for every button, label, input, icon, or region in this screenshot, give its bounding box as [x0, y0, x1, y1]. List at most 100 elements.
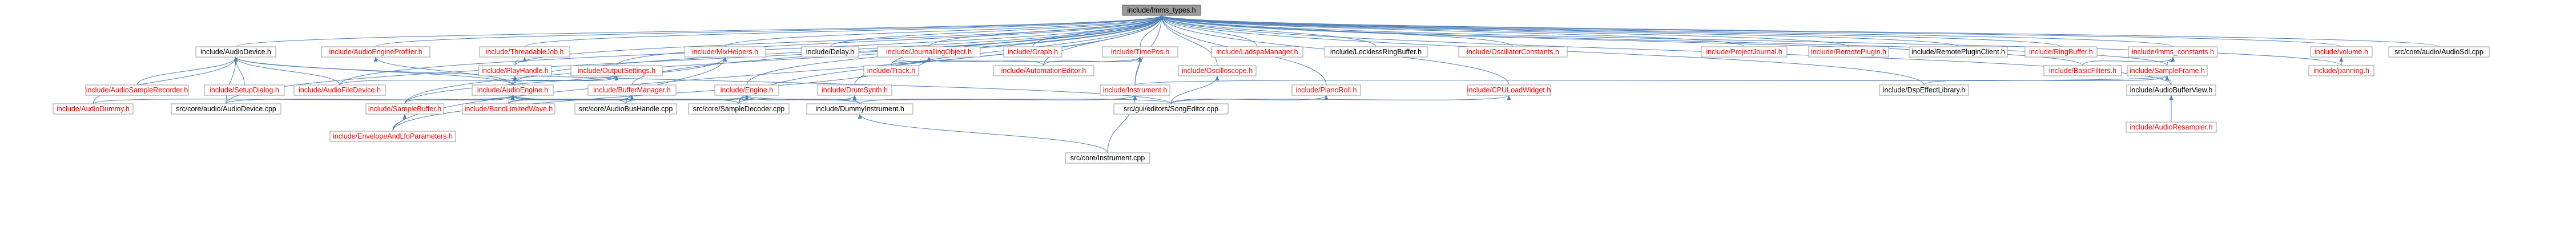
edge-arrowhead — [1138, 57, 1142, 62]
dependency-edge — [92, 56, 236, 104]
dependency-edge — [625, 95, 747, 104]
graph-node[interactable]: include/MixHelpers.h — [684, 46, 766, 58]
dependency-edge — [235, 56, 340, 86]
graph-node[interactable]: include/RemotePlugin.h — [1808, 46, 1889, 58]
graph-node[interactable]: include/DrumSynth.h — [817, 84, 892, 96]
dependency-edge — [92, 95, 513, 104]
graph-node[interactable]: include/ThreadableJob.h — [479, 46, 570, 58]
graph-node[interactable]: include/Engine.h — [714, 84, 779, 96]
dependency-edge — [738, 95, 855, 104]
svg-text:include/TimePos.h: include/TimePos.h — [1111, 48, 1169, 56]
edge-arrowhead — [614, 76, 619, 80]
graph-node[interactable]: include/TimePos.h — [1102, 46, 1178, 58]
edge-arrowhead — [852, 95, 857, 100]
dependency-edge — [392, 114, 405, 132]
graph-node[interactable]: include/AudioDummy.h — [53, 103, 134, 115]
graph-node[interactable]: include/LadspaManager.h — [1211, 46, 1303, 58]
graph-node[interactable]: include/LocklessRingBuffer.h — [1324, 46, 1428, 58]
graph-node[interactable]: include/AudioSampleRecorder.h — [85, 84, 189, 96]
dependency-edge — [1161, 15, 2440, 47]
dependency-edge — [859, 95, 1136, 104]
svg-text:include/EnvelopeAndLfoParamete: include/EnvelopeAndLfoParameters.h — [333, 132, 453, 140]
graph-node[interactable]: include/DspEffectLibrary.h — [1879, 84, 1969, 96]
dependency-edge — [1134, 75, 2168, 86]
svg-text:include/BufferManager.h: include/BufferManager.h — [593, 86, 670, 94]
graph-node[interactable]: include/JournallingObject.h — [877, 46, 981, 58]
graph-node[interactable]: src/core/audio/AudioSdl.cpp — [2388, 46, 2490, 58]
graph-node[interactable]: src/core/AudioBusHandle.cpp — [574, 103, 677, 115]
svg-text:include/AudioEngineProfiler.h: include/AudioEngineProfiler.h — [329, 48, 422, 56]
edge-arrowhead — [2165, 76, 2170, 80]
graph-node[interactable]: include/AudioDevice.h — [195, 46, 276, 58]
graph-node[interactable]: include/PlayHandle.h — [478, 65, 552, 76]
edge-arrowhead — [234, 57, 238, 62]
graph-node[interactable]: include/panning.h — [2308, 65, 2374, 76]
svg-text:src/core/audio/AudioDevice.cpp: src/core/audio/AudioDevice.cpp — [176, 105, 276, 113]
graph-node[interactable]: src/core/Instrument.cpp — [1065, 152, 1150, 164]
graph-node[interactable]: include/AudioBufferView.h — [2126, 84, 2216, 96]
graph-node[interactable]: include/DummyInstrument.h — [806, 103, 913, 115]
svg-text:include/AudioDevice.h: include/AudioDevice.h — [200, 48, 271, 56]
dependency-edge — [1161, 15, 1959, 47]
graph-node[interactable]: include/SampleFrame.h — [2127, 65, 2208, 76]
graph-node[interactable]: include/AutomationEditor.h — [993, 65, 1094, 76]
graph-node[interactable]: include/BufferManager.h — [587, 84, 677, 96]
graph-node[interactable]: include/PianoRoll.h — [1291, 84, 1361, 96]
graph-node[interactable]: include/EnvelopeAndLfoParameters.h — [329, 131, 456, 142]
graph-node[interactable]: include/OscillatorConstants.h — [1458, 46, 1568, 58]
dependency-edge — [235, 15, 1162, 47]
graph-node[interactable]: include/OutputSettings.h — [570, 65, 663, 76]
svg-text:include/AutomationEditor.h: include/AutomationEditor.h — [1001, 67, 1086, 75]
svg-text:include/OscillatorConstants.h: include/OscillatorConstants.h — [1467, 48, 1559, 56]
graph-node[interactable]: include/AudioResampler.h — [2126, 121, 2217, 133]
graph-node[interactable]: include/Oscilloscope.h — [1178, 65, 1257, 76]
svg-text:include/PianoRoll.h: include/PianoRoll.h — [1295, 86, 1357, 94]
svg-text:include/AudioResampler.h: include/AudioResampler.h — [2130, 123, 2212, 131]
graph-node[interactable]: include/Graph.h — [1003, 46, 1062, 58]
graph-node[interactable]: src/core/SampleDecoder.cpp — [688, 103, 790, 115]
graph-node[interactable]: include/CPULoadWidget.h — [1467, 84, 1551, 96]
graph-node[interactable]: include/Delay.h — [801, 46, 859, 58]
svg-text:include/ProjectJournal.h: include/ProjectJournal.h — [1706, 48, 1782, 56]
graph-node[interactable]: include/RemotePluginClient.h — [1909, 46, 2008, 58]
dependency-edge — [404, 95, 513, 104]
graph-node[interactable]: include/Track.h — [863, 65, 919, 76]
graph-node[interactable]: include/volume.h — [2310, 46, 2373, 58]
dependency-edge — [339, 75, 617, 86]
dependency-edge — [1170, 95, 1327, 104]
graph-node[interactable]: include/lmms_constants.h — [2128, 46, 2218, 58]
svg-text:include/OutputSettings.h: include/OutputSettings.h — [578, 67, 655, 75]
dependency-edge — [508, 95, 633, 104]
dependency-edge — [1161, 15, 2172, 86]
edge-arrowhead — [630, 95, 634, 100]
svg-text:include/DspEffectLibrary.h: include/DspEffectLibrary.h — [1883, 86, 1966, 94]
dependency-edge — [2082, 56, 2174, 66]
graph-node[interactable]: include/SampleBuffer.h — [365, 103, 444, 115]
svg-text:include/PlayHandle.h: include/PlayHandle.h — [481, 67, 548, 75]
svg-text:include/AudioFileDevice.h: include/AudioFileDevice.h — [299, 86, 381, 94]
node-root[interactable]: include/lmms_types.h — [1122, 5, 1201, 16]
graph-node[interactable]: include/Instrument.h — [1100, 84, 1170, 96]
svg-text:include/Graph.h: include/Graph.h — [1008, 48, 1058, 56]
dependency-edge — [1161, 15, 2083, 66]
dependency-edge — [1161, 15, 2174, 47]
graph-node[interactable]: include/RingBuffer.h — [2024, 46, 2098, 58]
dependency-edge — [928, 56, 1044, 66]
graph-node[interactable]: include/BandLimitedWave.h — [462, 103, 556, 115]
graph-node[interactable]: include/SetupDialog.h — [204, 84, 285, 96]
graph-node[interactable]: include/AudioFileDevice.h — [293, 84, 386, 96]
graph-node[interactable]: include/AudioEngineProfiler.h — [321, 46, 430, 58]
svg-text:include/DrumSynth.h: include/DrumSynth.h — [822, 86, 888, 94]
graph-node[interactable]: src/gui/editors/SongEditor.cpp — [1113, 103, 1229, 115]
svg-text:include/Engine.h: include/Engine.h — [721, 86, 773, 94]
edge-arrowhead — [510, 95, 515, 100]
svg-text:include/SetupDialog.h: include/SetupDialog.h — [210, 86, 279, 94]
svg-text:include/Track.h: include/Track.h — [867, 67, 915, 75]
graph-node[interactable]: src/core/audio/AudioDevice.cpp — [171, 103, 281, 115]
graph-node[interactable]: include/ProjectJournal.h — [1701, 46, 1788, 58]
graph-node[interactable]: include/BasicFilters.h — [2043, 65, 2122, 76]
graph-node[interactable]: include/AudioEngine.h — [472, 84, 554, 96]
edge-arrowhead — [2169, 95, 2174, 100]
dependency-edge — [928, 15, 1162, 47]
svg-text:include/LadspaManager.h: include/LadspaManager.h — [1216, 48, 1298, 56]
